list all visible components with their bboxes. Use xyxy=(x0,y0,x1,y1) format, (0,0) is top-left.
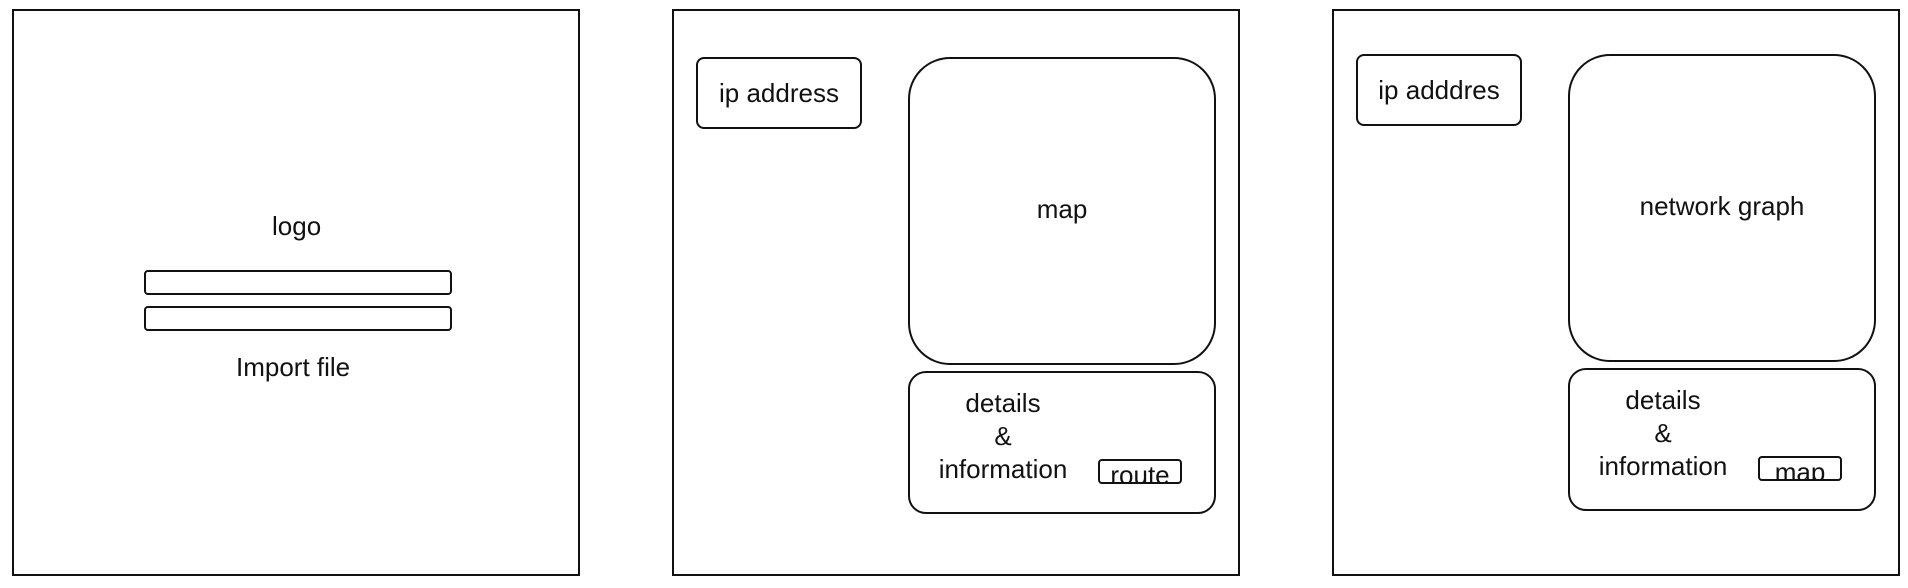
map-panel[interactable]: map xyxy=(908,57,1216,365)
screen-2-frame: ip address map details & information rou… xyxy=(672,9,1240,576)
ip-address-box[interactable]: ip adddres xyxy=(1356,54,1522,126)
map-label: map xyxy=(1036,193,1088,224)
details-line-1: details xyxy=(1625,385,1701,415)
details-line-2: & xyxy=(1654,418,1672,448)
import-file-label[interactable]: Import file xyxy=(236,352,351,382)
details-line-3: information xyxy=(1598,451,1728,481)
ip-address-box[interactable]: ip address xyxy=(696,57,862,129)
route-button[interactable]: route xyxy=(1098,459,1182,484)
map-button[interactable]: map xyxy=(1758,456,1842,481)
logo: logo xyxy=(272,211,322,241)
screen-3-frame: ip adddres network graph details & infor… xyxy=(1332,9,1900,576)
ip-address-label: ip adddres xyxy=(1378,74,1500,105)
details-panel: details & information map xyxy=(1568,368,1876,511)
network-graph-panel[interactable]: network graph xyxy=(1568,54,1876,362)
route-button-label: route xyxy=(1110,460,1170,484)
ip-address-label: ip address xyxy=(719,77,839,108)
import-input-2[interactable] xyxy=(144,306,452,331)
map-button-label: map xyxy=(1774,457,1826,481)
details-line-3: information xyxy=(938,454,1068,484)
network-graph-label: network graph xyxy=(1639,190,1805,221)
screen-1-frame: logo Import file xyxy=(12,9,580,576)
details-line-2: & xyxy=(994,421,1012,451)
import-input-1[interactable] xyxy=(144,270,452,295)
details-line-1: details xyxy=(965,388,1041,418)
details-panel: details & information route xyxy=(908,371,1216,514)
details-information-text: details & information xyxy=(928,387,1078,486)
details-information-text: details & information xyxy=(1588,384,1738,483)
